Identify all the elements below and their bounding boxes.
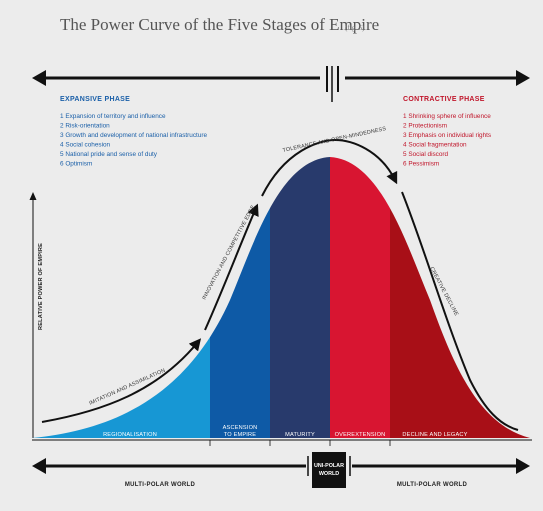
arrow-decline: [401, 191, 519, 431]
multi-polar-right-label: MULTI-POLAR WORLD: [397, 482, 468, 488]
figure-label: (fig. 5): [345, 24, 365, 32]
expansive-item: 4 Social cohesion: [60, 142, 111, 149]
contractive-item: 6 Pessimism: [403, 161, 439, 168]
label-tolerance: TOLERANCE AND OPEN-MINDEDNESS: [282, 126, 387, 154]
stage-label-overextension: OVEREXTENSION: [335, 432, 386, 438]
diagram-title: The Power Curve of the Five Stages of Em…: [60, 15, 379, 34]
expansive-item: 1 Expansion of territory and influence: [60, 113, 166, 120]
y-axis-label: RELATIVE POWER OF EMPIRE: [38, 243, 44, 330]
contractive-item: 3 Emphasis on individual rights: [403, 132, 491, 139]
stage-band-decline: [390, 157, 530, 438]
stage-label-ascension: ASCENSION: [223, 425, 258, 431]
arrow-innovation: [204, 203, 259, 331]
world-arrows: [32, 452, 530, 488]
contractive-list: 1 Shrinking sphere of influence 2 Protec…: [403, 113, 491, 168]
uni-polar-label-line2: WORLD: [319, 471, 339, 477]
contractive-item: 5 Social discord: [403, 151, 449, 158]
stage-band-regionalisation: [32, 157, 210, 438]
expansive-phase-heading: EXPANSIVE PHASE: [60, 96, 130, 103]
expansive-item: 6 Optimism: [60, 161, 92, 168]
contractive-item: 4 Social fragmentation: [403, 142, 467, 149]
contractive-item: 2 Protectionism: [403, 123, 447, 130]
contractive-phase-heading: CONTRACTIVE PHASE: [403, 96, 485, 103]
contractive-item: 1 Shrinking sphere of influence: [403, 113, 491, 120]
uni-polar-label: UNI-POLAR: [314, 463, 344, 469]
stage-band-ascension: [210, 157, 270, 438]
multi-polar-left-label: MULTI-POLAR WORLD: [125, 482, 196, 488]
stage-band-maturity: [270, 157, 330, 438]
expansive-item: 3 Growth and development of national inf…: [60, 132, 208, 139]
stage-label-decline: DECLINE AND LEGACY: [402, 432, 467, 438]
baseline-ticks: [209, 440, 391, 446]
expansive-list: 1 Expansion of territory and influence 2…: [60, 113, 208, 168]
stage-label-regionalisation: REGIONALISATION: [103, 432, 157, 438]
curve-arrows: [41, 138, 519, 431]
stage-label-ascension-line2: TO EMPIRE: [224, 432, 257, 438]
arrow-tolerance: [261, 138, 398, 197]
expansive-item: 2 Risk-orientation: [60, 123, 110, 130]
y-axis: RELATIVE POWER OF EMPIRE: [29, 192, 44, 438]
phase-arrows: [32, 66, 530, 102]
stage-label-maturity: MATURITY: [285, 432, 315, 438]
stage-band-overextension: [330, 157, 390, 438]
expansive-item: 5 National pride and sense of duty: [60, 151, 158, 158]
uni-polar-box: [312, 452, 346, 488]
arrow-imitation: [41, 338, 202, 423]
